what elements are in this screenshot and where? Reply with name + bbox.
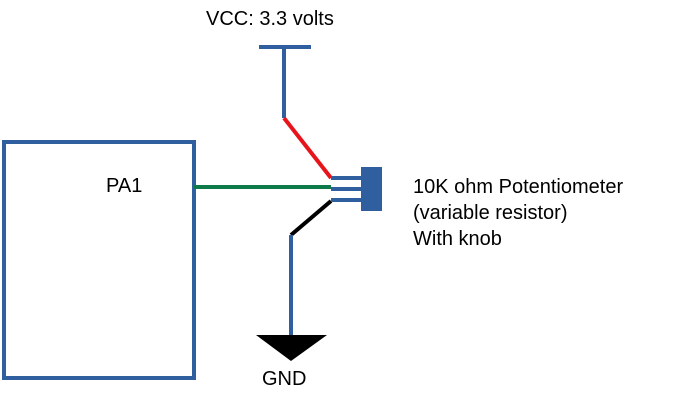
potentiometer-label-line-3: With knob	[413, 228, 502, 250]
potentiometer-body	[361, 167, 382, 211]
microcontroller-box	[2, 140, 196, 380]
vcc-wire	[282, 116, 333, 180]
pin-label-pa1: PA1	[106, 175, 143, 197]
potentiometer-label: 10K ohm Potentiometer (variable resistor…	[413, 174, 623, 252]
gnd-symbol	[256, 335, 327, 361]
vcc-label: VCC: 3.3 volts	[206, 8, 334, 30]
gnd-wire	[289, 199, 333, 237]
potentiometer-label-line-1: 10K ohm Potentiometer	[413, 176, 624, 198]
potentiometer-label-line-2: (variable resistor)	[413, 202, 568, 224]
gnd-label: GND	[262, 368, 307, 390]
